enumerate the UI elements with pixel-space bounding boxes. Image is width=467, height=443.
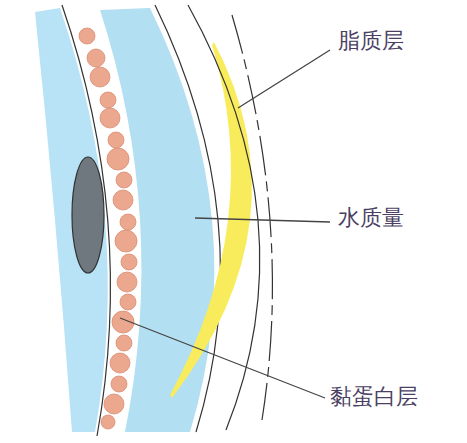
mucin-blob	[115, 230, 137, 252]
part-label: 脂质层	[338, 28, 404, 54]
mucin-blob	[108, 132, 124, 148]
mucin-blob	[111, 376, 127, 392]
mucin-blob	[100, 108, 120, 128]
leader-line	[238, 50, 330, 108]
mucin-blob	[100, 92, 116, 108]
aqueous-band	[100, 8, 214, 432]
mucin-blob	[110, 353, 130, 373]
leader-line	[195, 218, 330, 222]
mucin-blob	[104, 394, 124, 414]
part-label: 水质量	[338, 205, 404, 231]
part-label: 黏蛋白层	[330, 384, 418, 410]
mucin-blob	[121, 254, 137, 270]
cornea-surface-line	[62, 5, 110, 436]
mucin-blob	[107, 148, 129, 170]
mucin-blob	[113, 190, 133, 210]
mucin-blob	[116, 335, 132, 351]
leader-line	[120, 318, 325, 398]
mucin-blob	[90, 67, 110, 87]
mucin-blob	[117, 272, 137, 292]
lipid-band	[170, 42, 252, 398]
mucin-blob	[101, 415, 115, 429]
outer-dashed-line	[232, 15, 272, 420]
mucin-blob	[120, 294, 136, 310]
iris-ellipse	[72, 157, 104, 273]
mucin-blobs	[79, 28, 137, 429]
mucin-blob	[79, 28, 95, 44]
mucin-blob	[116, 172, 132, 188]
mucin-blob	[87, 49, 105, 67]
mucin-blob	[120, 214, 136, 230]
